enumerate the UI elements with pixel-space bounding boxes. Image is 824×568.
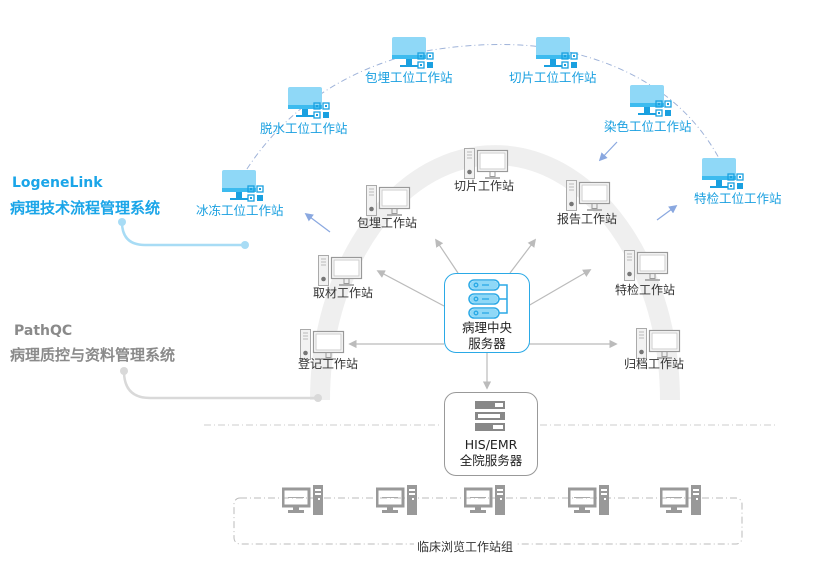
logenelink-station-label: 脱水工位工作站 [260,121,348,136]
pathqc-station[interactable] [300,327,346,367]
logenelink-station-label: 特检工位工作站 [694,191,782,206]
desktop-pc-icon [366,185,411,216]
desktop-pc-icon [567,485,609,515]
pathqc-subtitle: 病理质控与资料管理系统 [10,346,176,364]
desktop-pc-icon [636,328,681,359]
clinical-workstation[interactable] [375,484,422,520]
pathqc-station-label: 切片工作站 [454,179,515,193]
logenelink-station-label: 切片工位工作站 [509,70,597,85]
monitor-qr-icon [702,158,744,190]
logenelink-station[interactable] [288,87,332,127]
desktop-pc-icon [281,485,323,515]
desktop-pc-icon [464,148,509,179]
arrow-to-qucai [376,270,445,307]
pathqc-station-label: 取材工作站 [313,286,374,300]
logenelink-name: LogeneLink [12,175,103,191]
arrow-to-baomai [435,238,459,274]
pathqc-station[interactable] [624,248,670,288]
pathqc-station-label: 登记工作站 [298,357,359,371]
arrow-blue-right [656,205,678,221]
pathqc-station[interactable] [636,326,682,366]
logenelink-station[interactable] [630,85,674,125]
arrow-blue-right-top [598,141,618,162]
logenelink-station-label: 染色工位工作站 [604,119,692,134]
arrow-to-tejian [527,269,592,307]
pathqc-station-label: 包埋工作站 [357,216,418,230]
logenelink-station-label: 冰冻工位工作站 [196,203,284,218]
pathqc-station[interactable] [566,178,612,218]
logenelink-connector [118,218,249,249]
logenelink-station[interactable] [222,170,266,210]
clinical-group-frame [233,497,743,545]
desktop-pc-icon [318,255,363,286]
desktop-pc-icon [463,485,505,515]
server-rack-icon [475,401,505,431]
arrow-to-qiepian [509,238,537,274]
pathqc-station-label: 归档工作站 [624,357,685,371]
pathqc-station-label: 报告工作站 [557,212,618,226]
his-server-line1: HIS/EMR [464,437,518,452]
clinical-workstation[interactable] [281,484,328,520]
pathqc-station[interactable] [464,146,510,186]
server-stack-icon [468,279,508,319]
pathqc-connector [120,367,322,402]
desktop-pc-icon [624,250,669,281]
monitor-qr-icon [630,85,672,117]
clinical-group-label: 临床浏览工作站组 [414,538,517,555]
central-server-line2: 服务器 [468,336,506,351]
logenelink-station[interactable] [702,158,746,198]
clinical-workstation[interactable] [659,484,706,520]
logenelink-station[interactable] [392,37,436,77]
arrow-blue-left [304,212,331,233]
monitor-qr-icon [392,37,434,69]
logenelink-subtitle: 病理技术流程管理系统 [10,199,161,217]
desktop-pc-icon [375,485,417,515]
monitor-qr-icon [288,87,330,119]
desktop-pc-icon [300,329,345,360]
logenelink-station[interactable] [536,37,580,77]
pathqc-station[interactable] [318,253,364,293]
clinical-workstation[interactable] [463,484,510,520]
clinical-workstation[interactable] [567,484,614,520]
his-server-line2: 全院服务器 [459,453,523,468]
desktop-pc-icon [566,180,611,211]
central-server-line1: 病理中央 [461,320,512,335]
monitor-qr-icon [536,37,578,69]
his-server-node[interactable]: HIS/EMR 全院服务器 [444,392,538,476]
central-server-node[interactable]: 病理中央 服务器 [444,273,530,353]
desktop-pc-icon [659,485,701,515]
pathqc-station[interactable] [366,183,412,223]
pathqc-name: PathQC [14,323,73,339]
pathqc-station-label: 特检工作站 [615,283,676,297]
monitor-qr-icon [222,170,264,202]
logenelink-station-label: 包埋工位工作站 [365,70,453,85]
